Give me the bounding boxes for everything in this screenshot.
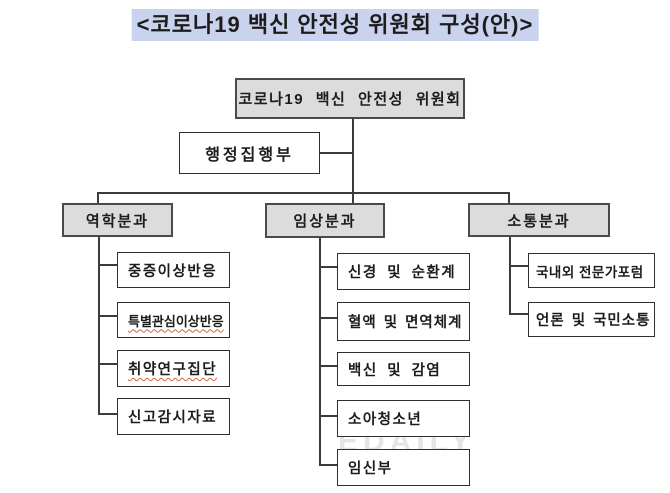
child-label: 신경 및 순환계 xyxy=(348,265,457,281)
child-label: 중증이상반응 xyxy=(128,263,218,280)
connector-line xyxy=(98,363,117,365)
branch-box-epidemiology: 역학분과 xyxy=(62,203,173,237)
child-label: 특별관심이상반응 xyxy=(128,313,224,329)
connector-line xyxy=(319,415,337,417)
chart-title: <코로나19 백신 안전성 위원회 구성(안)> xyxy=(131,9,539,42)
child-box: 임신부 xyxy=(337,449,470,486)
connector-line xyxy=(509,265,528,267)
child-label: 소아청소년 xyxy=(348,412,423,428)
child-label: 국내외 전문가포럼 xyxy=(536,264,644,280)
child-box: 중증이상반응 xyxy=(117,252,230,288)
connector-line xyxy=(319,266,337,268)
child-label: 혈액 및 면역체계 xyxy=(348,315,463,331)
connector-line xyxy=(98,264,117,266)
child-box: 취약연구집단 xyxy=(117,350,230,387)
child-box: 소아청소년 xyxy=(337,400,470,437)
connector-line xyxy=(98,413,117,415)
connector-line xyxy=(98,237,100,414)
child-label: 신고감시자료 xyxy=(128,410,218,426)
connector-line xyxy=(352,119,354,203)
connector-line xyxy=(319,152,353,154)
branch-box-communication: 소통분과 xyxy=(468,203,610,237)
child-label: 백신 및 감염 xyxy=(348,362,442,379)
root-committee-box: 코로나19 백신 안전성 위원회 xyxy=(235,78,465,119)
child-box: 혈액 및 면역체계 xyxy=(337,302,470,341)
connector-line xyxy=(319,317,337,319)
child-box: 언론 및 국민소통 xyxy=(528,302,655,337)
child-box: 특별관심이상반응 xyxy=(117,302,230,338)
child-box: 신고감시자료 xyxy=(117,398,230,435)
child-label: 임신부 xyxy=(348,461,393,477)
connector-line xyxy=(319,238,321,465)
connector-line xyxy=(98,315,117,317)
connector-line xyxy=(509,313,528,315)
child-box: 백신 및 감염 xyxy=(337,352,470,386)
connector-line xyxy=(97,192,99,204)
executive-box: 행정집행부 xyxy=(179,132,320,174)
connector-line xyxy=(509,237,511,314)
child-label: 취약연구집단 xyxy=(128,362,218,378)
connector-line xyxy=(319,365,337,367)
child-label: 언론 및 국민소통 xyxy=(536,313,651,329)
child-box: 국내외 전문가포럼 xyxy=(528,253,655,288)
child-box: 신경 및 순환계 xyxy=(337,253,470,290)
connector-line xyxy=(97,192,509,194)
connector-line xyxy=(319,464,337,466)
branch-box-clinical: 임상분과 xyxy=(265,203,385,238)
connector-line xyxy=(508,192,510,204)
